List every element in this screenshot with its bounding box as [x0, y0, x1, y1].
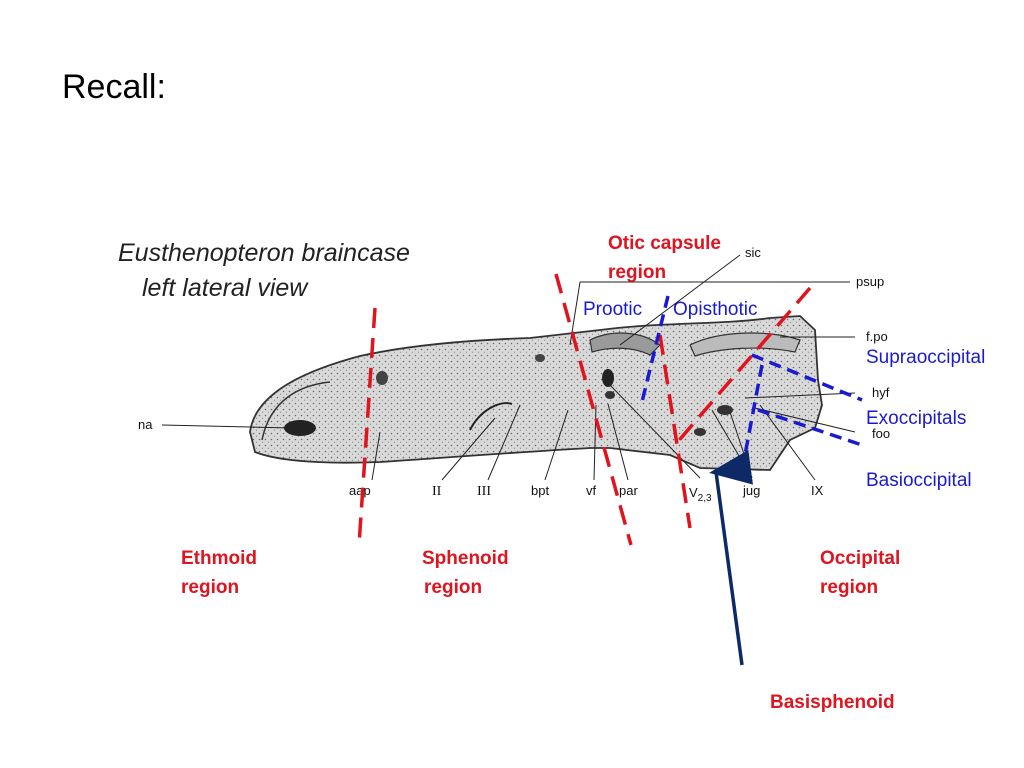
label-foo: foo: [872, 426, 890, 441]
foramen-6: [376, 371, 388, 385]
basisphenoid-label: Basisphenoid: [770, 692, 895, 713]
nasal-capsule-detail: [261, 381, 331, 441]
ethmoid-region-label: Ethmoid region: [181, 544, 257, 602]
occipital-region-line2: region: [820, 577, 879, 598]
label-bpt: bpt: [531, 483, 549, 498]
nasal-opening: [284, 420, 316, 436]
exoccipitals-label: Exoccipitals: [866, 408, 967, 429]
ethmoid-sphenoid-boundary: [357, 307, 377, 546]
supraoccipital-label: Supraoccipital: [866, 347, 986, 368]
foramen-2: [717, 405, 733, 415]
foramen-4: [605, 391, 615, 399]
ethmoid-region-line2: region: [181, 577, 240, 598]
sphenoid-region-label: Sphenoid region: [422, 544, 509, 602]
optic-groove: [469, 402, 513, 431]
supraoccipital-boundary: [751, 353, 863, 402]
prootic-label: Prootic: [583, 299, 643, 320]
label-fpo: f.po: [866, 329, 888, 344]
foramen-1: [602, 369, 614, 387]
slide-title: Recall:: [62, 68, 166, 106]
foramen-3: [694, 428, 706, 436]
braincase-body: [249, 315, 823, 471]
otic-capsule-region-label: Otic capsule region: [608, 229, 721, 287]
label-sic: sic: [745, 245, 761, 260]
label-IX: IX: [811, 483, 824, 498]
otic-region-line2: region: [608, 262, 667, 283]
occipital-upper-boundary: [673, 286, 812, 447]
figure-title-line2: left lateral view: [142, 274, 309, 302]
label-par: par: [619, 483, 638, 498]
leader-lines: [161, 254, 856, 481]
postorbital-process: [689, 332, 801, 357]
ethmoid-region-line1: Ethmoid: [181, 548, 257, 569]
basisphenoid-arrow: [709, 449, 754, 666]
region-boundaries: [357, 273, 812, 546]
sphenoid-region-line1: Sphenoid: [422, 548, 509, 569]
label-II: II: [432, 484, 442, 499]
otic-region-line1: Otic capsule: [608, 233, 721, 254]
label-aap: aap: [349, 483, 371, 498]
label-V-sub: 2,3: [698, 493, 712, 504]
label-V: V2,3: [689, 485, 712, 504]
occipital-region-label: Occipital region: [820, 544, 900, 602]
exoccipital-vertical-boundary: [742, 364, 764, 461]
label-III: III: [477, 484, 491, 499]
opisthotic-label: Opisthotic: [673, 299, 758, 320]
occipital-region-line1: Occipital: [820, 548, 901, 569]
figure-title-line1: Eusthenopteron braincase: [118, 239, 410, 267]
basioccipital-label: Basioccipital: [866, 470, 972, 491]
sphenoid-region-line2: region: [424, 577, 483, 598]
label-na: na: [138, 417, 153, 432]
foramen-5: [535, 354, 545, 362]
otic-upper-process: [589, 332, 661, 356]
label-vf: vf: [586, 483, 597, 498]
label-jug: jug: [742, 483, 760, 498]
sphenoid-otic-boundary: [554, 273, 633, 546]
label-V-main: V: [689, 485, 698, 500]
otic-occipital-boundary: [658, 334, 692, 529]
bone-boundaries: [639, 295, 863, 461]
label-psup: psup: [856, 274, 884, 289]
label-hyf: hyf: [872, 385, 890, 400]
